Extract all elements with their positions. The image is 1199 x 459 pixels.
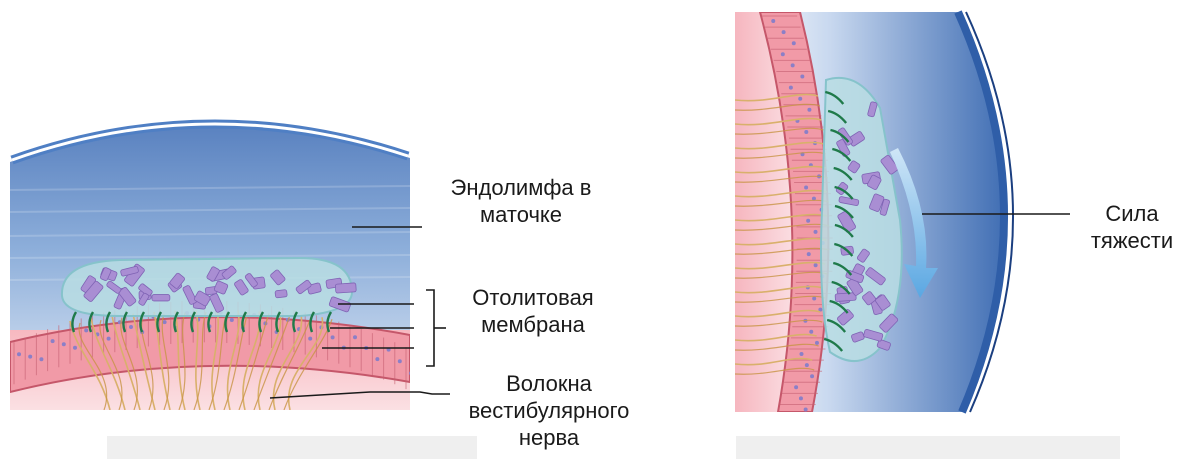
cell-nucleus <box>771 19 775 23</box>
cell-nucleus <box>814 230 818 234</box>
cell-nucleus <box>409 371 413 375</box>
gravity-label: Сила тяжести <box>1072 200 1192 254</box>
cell-nucleus <box>799 352 803 356</box>
otoconium <box>152 295 170 301</box>
cell-nucleus <box>806 219 810 223</box>
cell-nucleus <box>84 328 88 332</box>
cell-nucleus <box>799 396 803 400</box>
otolithic-membrane-label-line2: мембрана <box>448 311 618 338</box>
nerve-fibers-label-line1: Волокна <box>444 370 654 397</box>
otolithic-membrane-label: Отолитовая мембрана <box>448 284 618 338</box>
cell-nucleus <box>804 186 808 190</box>
cell-nucleus <box>812 297 816 301</box>
cell-nucleus <box>39 357 43 361</box>
cell-nucleus <box>163 320 167 324</box>
endolymph-label-line1: Эндолимфа в <box>436 174 606 201</box>
caption-bar-right <box>736 436 1120 459</box>
otoconium <box>275 290 287 298</box>
left-panel <box>10 124 450 410</box>
cell-nucleus <box>810 374 814 378</box>
cell-nucleus <box>792 41 796 45</box>
cell-nucleus <box>798 97 802 101</box>
otolithic-membrane-label-line1: Отолитовая <box>448 284 618 311</box>
gravity-label-line1: Сила <box>1072 200 1192 227</box>
endolymph-label: Эндолимфа в маточке <box>436 174 606 228</box>
cell-nucleus <box>308 337 312 341</box>
right-panel <box>735 12 1070 412</box>
nerve-fibers-label-line3: нерва <box>444 424 654 451</box>
cell-nucleus <box>17 352 21 356</box>
cell-nucleus <box>73 346 77 350</box>
nerve-fibers-label-line2: вестибулярного <box>444 397 654 424</box>
cell-nucleus <box>353 335 357 339</box>
cell-nucleus <box>791 63 795 67</box>
cell-nucleus <box>62 342 66 346</box>
cell-nucleus <box>782 30 786 34</box>
cell-nucleus <box>230 318 234 322</box>
cell-nucleus <box>809 330 813 334</box>
cell-nucleus <box>804 130 808 134</box>
nerve-fibers-label: Волокна вестибулярного нерва <box>444 370 654 451</box>
cell-nucleus <box>805 363 809 367</box>
cell-nucleus <box>107 337 111 341</box>
cell-nucleus <box>800 75 804 79</box>
cell-nucleus <box>815 341 819 345</box>
otoconium <box>335 283 356 293</box>
cell-nucleus <box>781 52 785 56</box>
cell-nucleus <box>814 263 818 267</box>
caption-bar-left <box>107 436 477 459</box>
cell-nucleus <box>375 357 379 361</box>
cell-nucleus <box>804 408 808 412</box>
cell-nucleus <box>807 108 811 112</box>
cell-nucleus <box>28 355 32 359</box>
cell-nucleus <box>51 339 55 343</box>
cell-nucleus <box>398 359 402 363</box>
cell-nucleus <box>807 252 811 256</box>
cell-nucleus <box>331 335 335 339</box>
cell-nucleus <box>129 325 133 329</box>
cell-nucleus <box>789 86 793 90</box>
gravity-label-line2: тяжести <box>1072 227 1192 254</box>
endolymph-label-line2: маточке <box>436 201 606 228</box>
otoconium <box>835 293 856 302</box>
cell-nucleus <box>794 385 798 389</box>
